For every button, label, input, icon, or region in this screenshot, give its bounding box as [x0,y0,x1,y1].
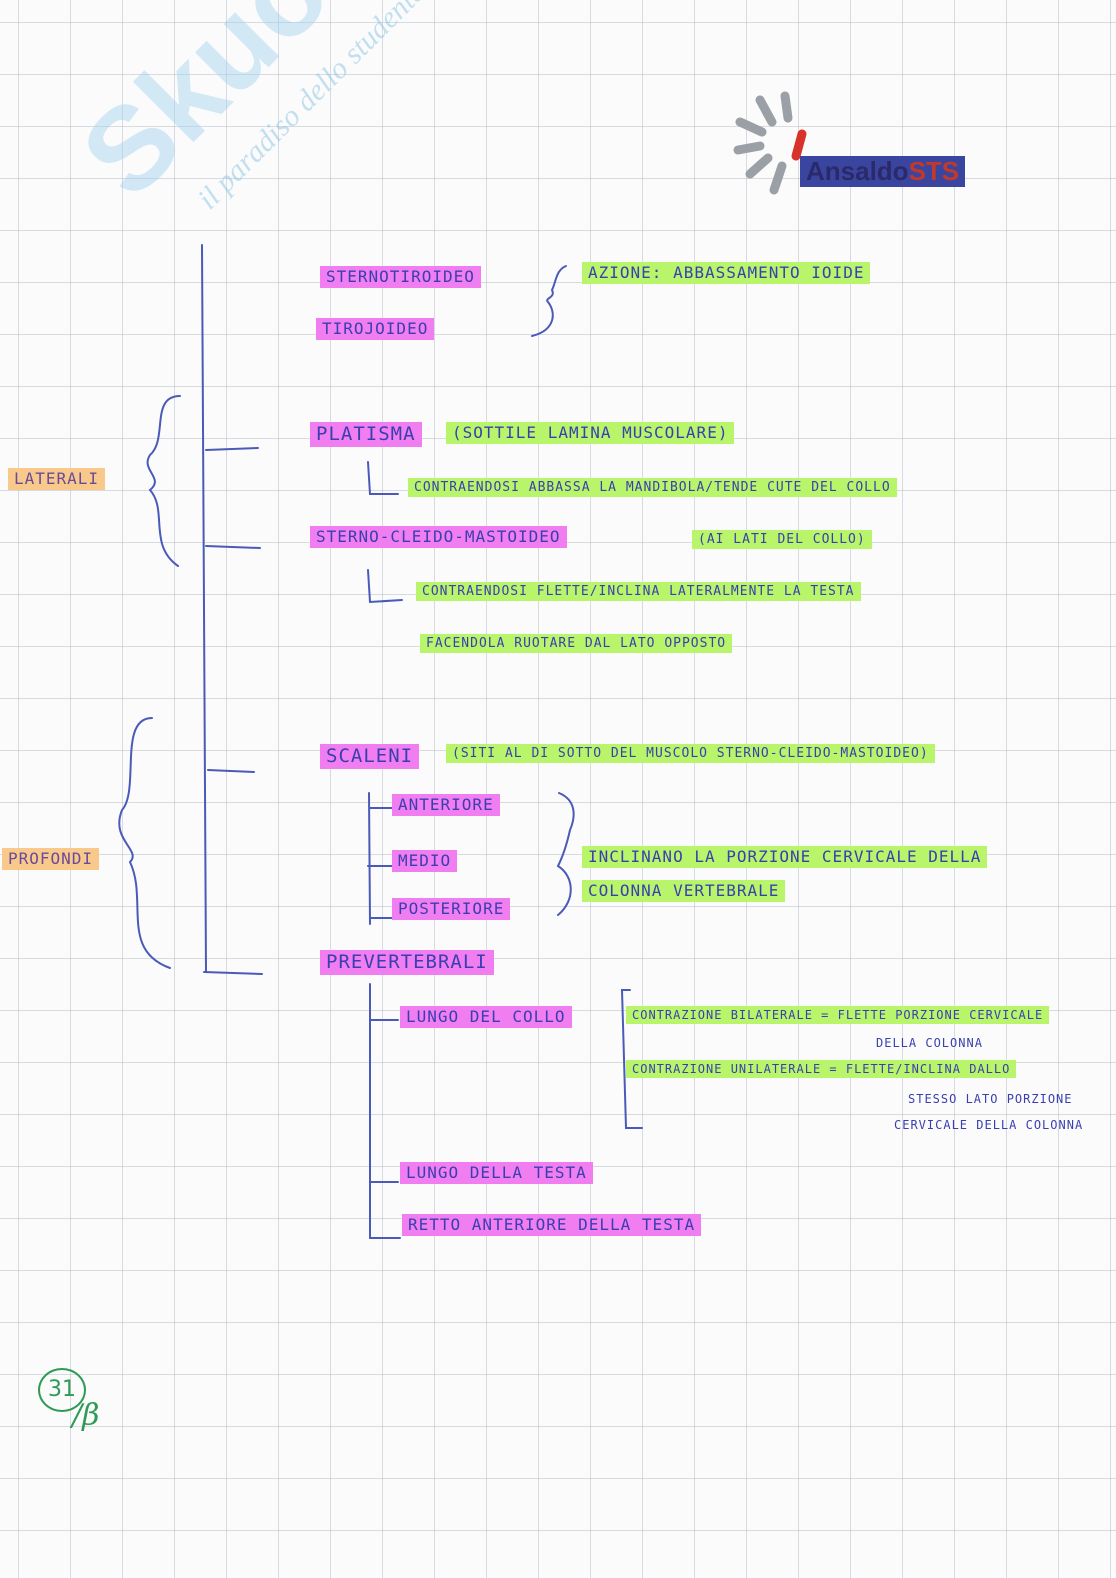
bilaterale-line2: DELLA COLONNA [876,1036,983,1050]
muscle-lungo-del-collo: LUNGO DEL COLLO [400,1006,572,1028]
muscle-retto-anteriore: RETTO ANTERIORE DELLA TESTA [402,1214,702,1236]
page-mark: /β [72,1398,100,1433]
unilaterale-line1: CONTRAZIONE UNILATERALE = FLETTE/INCLINA… [626,1060,1017,1078]
ansaldo-logo-mark [733,91,807,195]
muscle-prevertebrali: PREVERTEBRALI [320,950,494,975]
scm-action-line1: CONTRAENDOSI FLETTE/INCLINA LATERALMENTE… [416,582,861,601]
platisma-note: (SOTTILE LAMINA MUSCOLARE) [446,422,735,444]
group-label-laterali: LATERALI [8,468,106,490]
scaleno-posteriore: POSTERIORE [392,898,511,920]
scaleni-note: (SITI AL DI SOTTO DEL MUSCOLO STERNO-CLE… [446,744,935,763]
ansaldo-logo-text: AnsaldoSTS [800,156,966,187]
muscle-tiroioideo: TIROJOIDEO [316,318,435,340]
platisma-action: CONTRAENDOSI ABBASSA LA MANDIBOLA/TENDE … [408,478,897,497]
scm-note: (AI LATI DEL COLLO) [692,530,872,549]
unilaterale-line2: STESSO LATO PORZIONE [908,1092,1073,1106]
muscle-lungo-della-testa: LUNGO DELLA TESTA [400,1162,593,1184]
bilaterale-line1: CONTRAZIONE BILATERALE = FLETTE PORZIONE… [626,1006,1050,1024]
muscle-scm: STERNO-CLEIDO-MASTOIDEO [310,526,567,548]
group-label-profondi: PROFONDI [2,848,100,870]
scaleno-anteriore: ANTERIORE [392,794,500,816]
scaleno-medio: MEDIO [392,850,458,872]
azione-note: AZIONE: ABBASSAMENTO IOIDE [582,262,871,284]
scaleni-action-line2: COLONNA VERTEBRALE [582,880,786,902]
muscle-sternotiroideo: STERNOTIROIDEO [320,266,481,288]
page-number: 31 [38,1368,86,1412]
muscle-platisma: PLATISMA [310,422,422,447]
scaleni-action-line1: INCLINANO LA PORZIONE CERVICALE DELLA [582,846,988,868]
muscle-scaleni: SCALENI [320,744,420,769]
unilaterale-line3: CERVICALE DELLA COLONNA [894,1118,1084,1132]
scm-action-line2: FACENDOLA RUOTARE DAL LATO OPPOSTO [420,634,733,653]
